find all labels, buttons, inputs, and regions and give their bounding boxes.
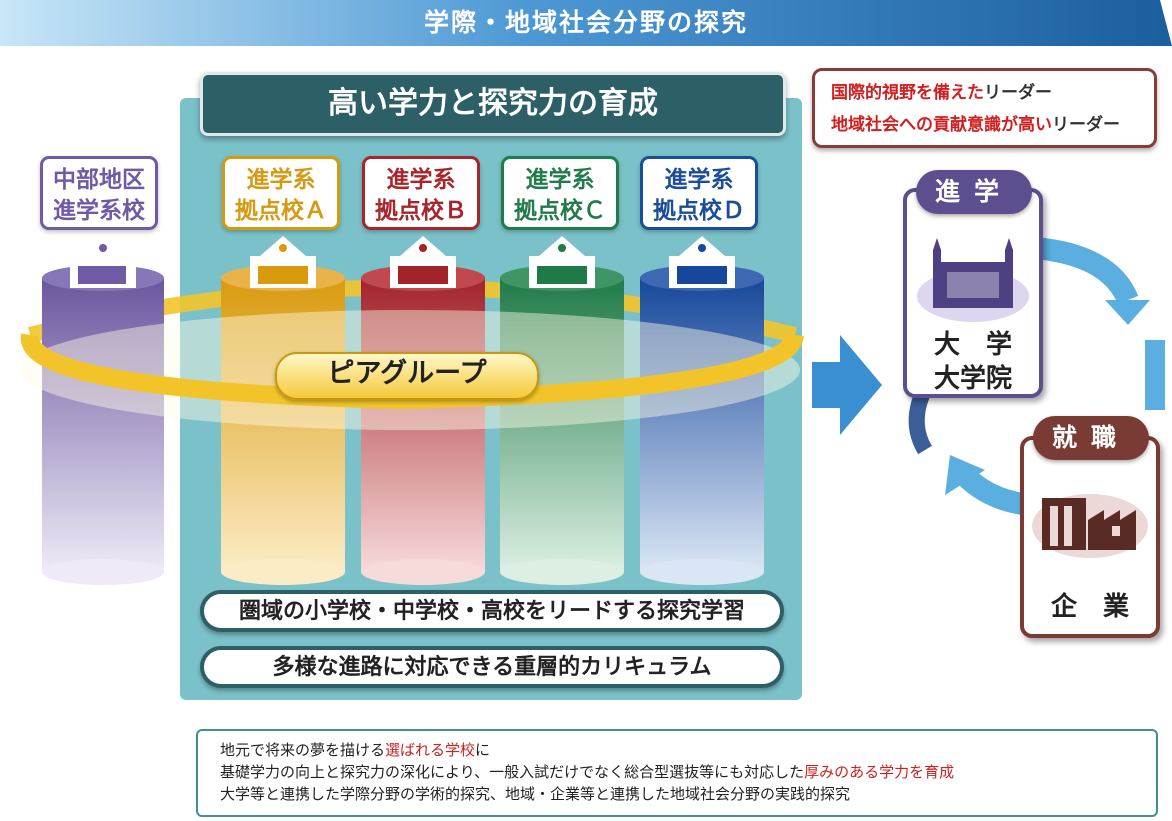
school-label-line1: 進学系	[246, 167, 316, 193]
cylinder-a	[221, 265, 345, 585]
school-icon-b	[390, 236, 456, 288]
curriculum-bar: 多様な進路に対応できる重層的カリキュラム	[200, 646, 784, 688]
leaders-box: 国際的視野を備えたリーダー 地域社会への貢献意識が高いリーダー	[812, 68, 1157, 148]
university-line1: 大 学	[933, 330, 1012, 360]
cylinder-d	[640, 265, 764, 585]
school-label-line2: 拠点校Ｂ	[375, 198, 467, 224]
university-line2: 大学院	[933, 364, 1012, 394]
summary-line-3: 大学等と連携した学際分野の学術的探究、地域・企業等と連携した地域社会分野の実践的…	[220, 785, 851, 803]
summary-box: 地元で将来の夢を描ける選ばれる学校に 基礎学力の向上と探究力の深化により、一般入…	[196, 729, 1158, 817]
school-label-central: 中部地区 進学系校	[40, 156, 158, 230]
school-label-line2: 拠点校Ｄ	[653, 198, 745, 224]
school-icon-central	[70, 236, 136, 288]
summary-text: 地元で将来の夢を描ける	[220, 741, 386, 759]
arrow-right-icon	[812, 335, 882, 435]
school-label-line2: 進学系校	[53, 198, 145, 224]
leader-line1-text: リーダー	[984, 83, 1052, 103]
school-label-a: 進学系 拠点校Ａ	[222, 156, 340, 230]
school-label-line1: 進学系	[386, 167, 456, 193]
summary-line-2: 基礎学力の向上と探究力の深化により、一般入試だけでなく総合型選抜等にも対応した厚…	[220, 761, 1134, 783]
banner-background	[0, 0, 1172, 46]
school-label-c: 進学系 拠点校Ｃ	[501, 156, 619, 230]
school-label-line2: 拠点校Ｃ	[514, 198, 606, 224]
school-label-line1: 中部地区	[53, 167, 145, 193]
school-label-line2: 拠点校Ａ	[235, 198, 327, 224]
cycle-arrow-left	[908, 392, 933, 455]
factory-icon	[1032, 494, 1148, 558]
school-icon-c	[529, 236, 595, 288]
employment-header: 就職	[1033, 416, 1149, 460]
inquiry-learning-bar: 圏域の小学校・中学校・高校をリードする探究学習	[200, 590, 784, 632]
peer-group-label: ピアグループ	[275, 352, 539, 400]
summary-highlight: 選ばれる学校	[385, 741, 476, 759]
university-header: 進学	[916, 170, 1032, 214]
school-icon-a	[250, 236, 316, 288]
main-title: 高い学力と探究力の育成	[200, 72, 786, 136]
school-label-b: 進学系 拠点校Ｂ	[362, 156, 480, 230]
university-label: 大 学 大学院	[903, 328, 1043, 396]
school-label-line1: 進学系	[664, 167, 734, 193]
leader-line2-highlight: 地域社会への貢献意識が高い	[831, 115, 1052, 135]
summary-line-1: 地元で将来の夢を描ける選ばれる学校に	[220, 739, 1134, 761]
cylinder-central	[42, 265, 164, 585]
university-building-icon	[917, 238, 1029, 322]
leader-line2-text: リーダー	[1052, 115, 1120, 135]
banner-title: 学際・地域社会分野の探究	[423, 8, 748, 37]
summary-text: に	[475, 741, 491, 759]
school-label-d: 進学系 拠点校Ｄ	[640, 156, 758, 230]
summary-highlight: 厚みのある学力を育成	[804, 763, 955, 781]
leader-line1-highlight: 国際的視野を備えた	[831, 83, 984, 103]
company-label: 企 業	[1050, 592, 1129, 622]
school-label-line1: 進学系	[525, 167, 595, 193]
school-icon-d	[669, 236, 735, 288]
cycle-arrow-top	[1033, 237, 1139, 305]
summary-text: 基礎学力の向上と探究力の深化により、一般入試だけでなく総合型選抜等にも対応した	[220, 763, 805, 781]
